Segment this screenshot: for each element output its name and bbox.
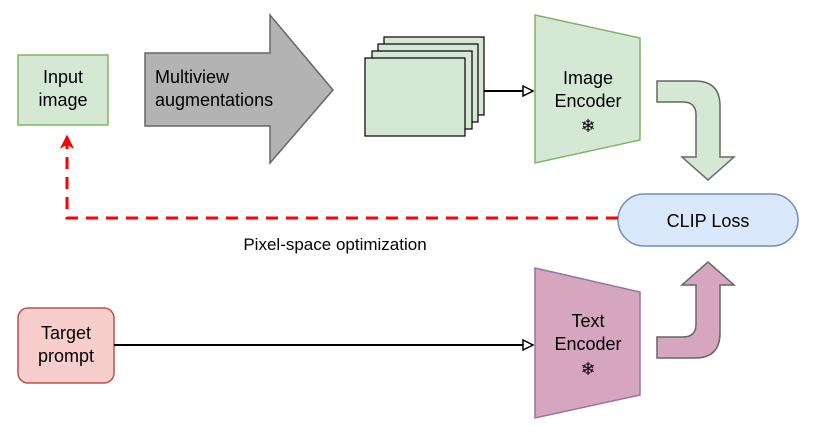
augmented-views-stack [364, 36, 485, 137]
input-image-node: Input image [17, 54, 109, 126]
input-image-label-line2: image [38, 90, 87, 110]
target-prompt-label-line1: Target [41, 323, 91, 343]
augmentations-label-line2: augmentations [155, 90, 273, 110]
input-image-box [17, 54, 109, 126]
pixel-space-optimization-label: Pixel-space optimization [243, 235, 426, 254]
image-encoder-label-line1: Image [563, 68, 613, 88]
image-encoder-node: Image Encoder ❄ [534, 14, 641, 164]
snowflake-icon: ❄ [580, 116, 595, 137]
text-encoder-to-clip-loss-arrow [656, 260, 736, 359]
input-image-label-line1: Input [43, 67, 83, 87]
target-prompt-node: Target prompt [17, 307, 115, 384]
image-encoder-label-line2: Encoder [554, 91, 621, 111]
clip-loss-node: CLIP Loss [617, 193, 799, 247]
augmented-view-card [364, 57, 466, 137]
clip-loss-box [617, 193, 799, 247]
clip-loss-label: CLIP Loss [667, 211, 750, 231]
snowflake-icon: ❄ [580, 359, 595, 380]
image-encoder-to-clip-loss-arrow [656, 80, 736, 182]
target-prompt-label-line2: prompt [38, 346, 94, 366]
text-encoder-shape [534, 267, 641, 419]
text-encoder-label-line1: Text [571, 311, 604, 331]
augmentations-node: Multiview augmentations [144, 12, 334, 166]
pixel-space-optimization-edge [67, 137, 618, 220]
augmentations-arrow-shape [144, 12, 334, 166]
text-encoder-node: Text Encoder ❄ [534, 267, 641, 419]
image-encoder-shape [534, 14, 641, 164]
text-encoder-label-line2: Encoder [554, 334, 621, 354]
augmentations-label-line1: Multiview [155, 67, 230, 87]
